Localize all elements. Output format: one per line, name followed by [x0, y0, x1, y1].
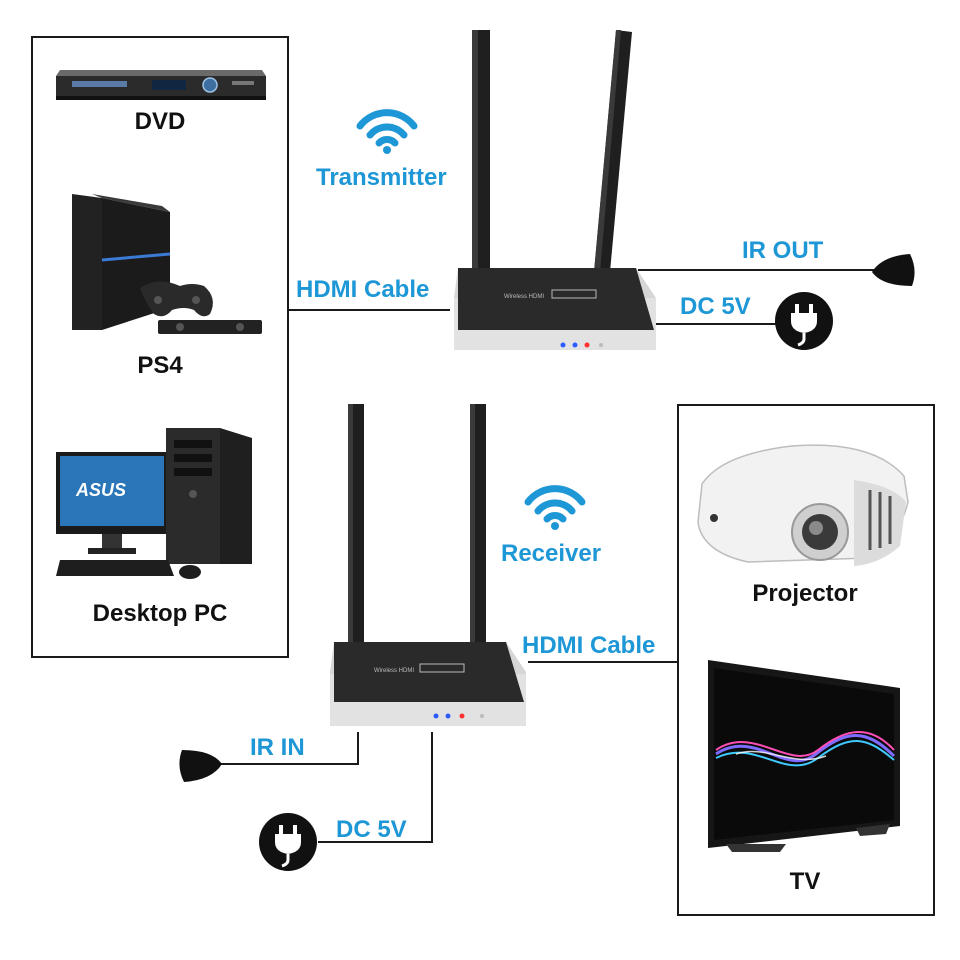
receiver-dc-label: DC 5V [336, 816, 407, 843]
transmitter-device: Wireless HDMI [454, 30, 656, 350]
svg-text:Wireless HDMI: Wireless HDMI [374, 668, 414, 674]
transmitter-hdmi-label: HDMI Cable [296, 276, 430, 303]
wifi-icon [356, 109, 418, 154]
projector-label: Projector [752, 580, 858, 607]
tv-label: TV [789, 868, 821, 895]
projector-image [697, 444, 909, 566]
desktop-pc-image: ASUS [56, 428, 252, 579]
desktop-pc-label: Desktop PC [92, 600, 228, 627]
ir-out-label: IR OUT [742, 237, 824, 264]
ps4-label: PS4 [137, 352, 183, 379]
receiver-device: Wireless HDMI [330, 404, 526, 726]
svg-text:ASUS: ASUS [75, 480, 126, 500]
ps4-image [72, 194, 262, 334]
dvd-label: DVD [134, 108, 186, 135]
plug-icon [259, 813, 317, 871]
svg-text:Wireless HDMI: Wireless HDMI [504, 294, 544, 300]
ir-emitter-icon [872, 254, 915, 286]
dvd-player-image [56, 70, 266, 100]
plug-icon [775, 292, 833, 350]
wifi-icon [524, 485, 586, 530]
ir-in-label: IR IN [250, 734, 305, 761]
transmitter-title: Transmitter [316, 164, 447, 191]
transmitter-dc-label: DC 5V [680, 293, 751, 320]
ir-emitter-icon [179, 750, 222, 782]
receiver-title: Receiver [501, 540, 602, 567]
receiver-hdmi-label: HDMI Cable [522, 632, 656, 659]
tv-image [708, 660, 900, 852]
